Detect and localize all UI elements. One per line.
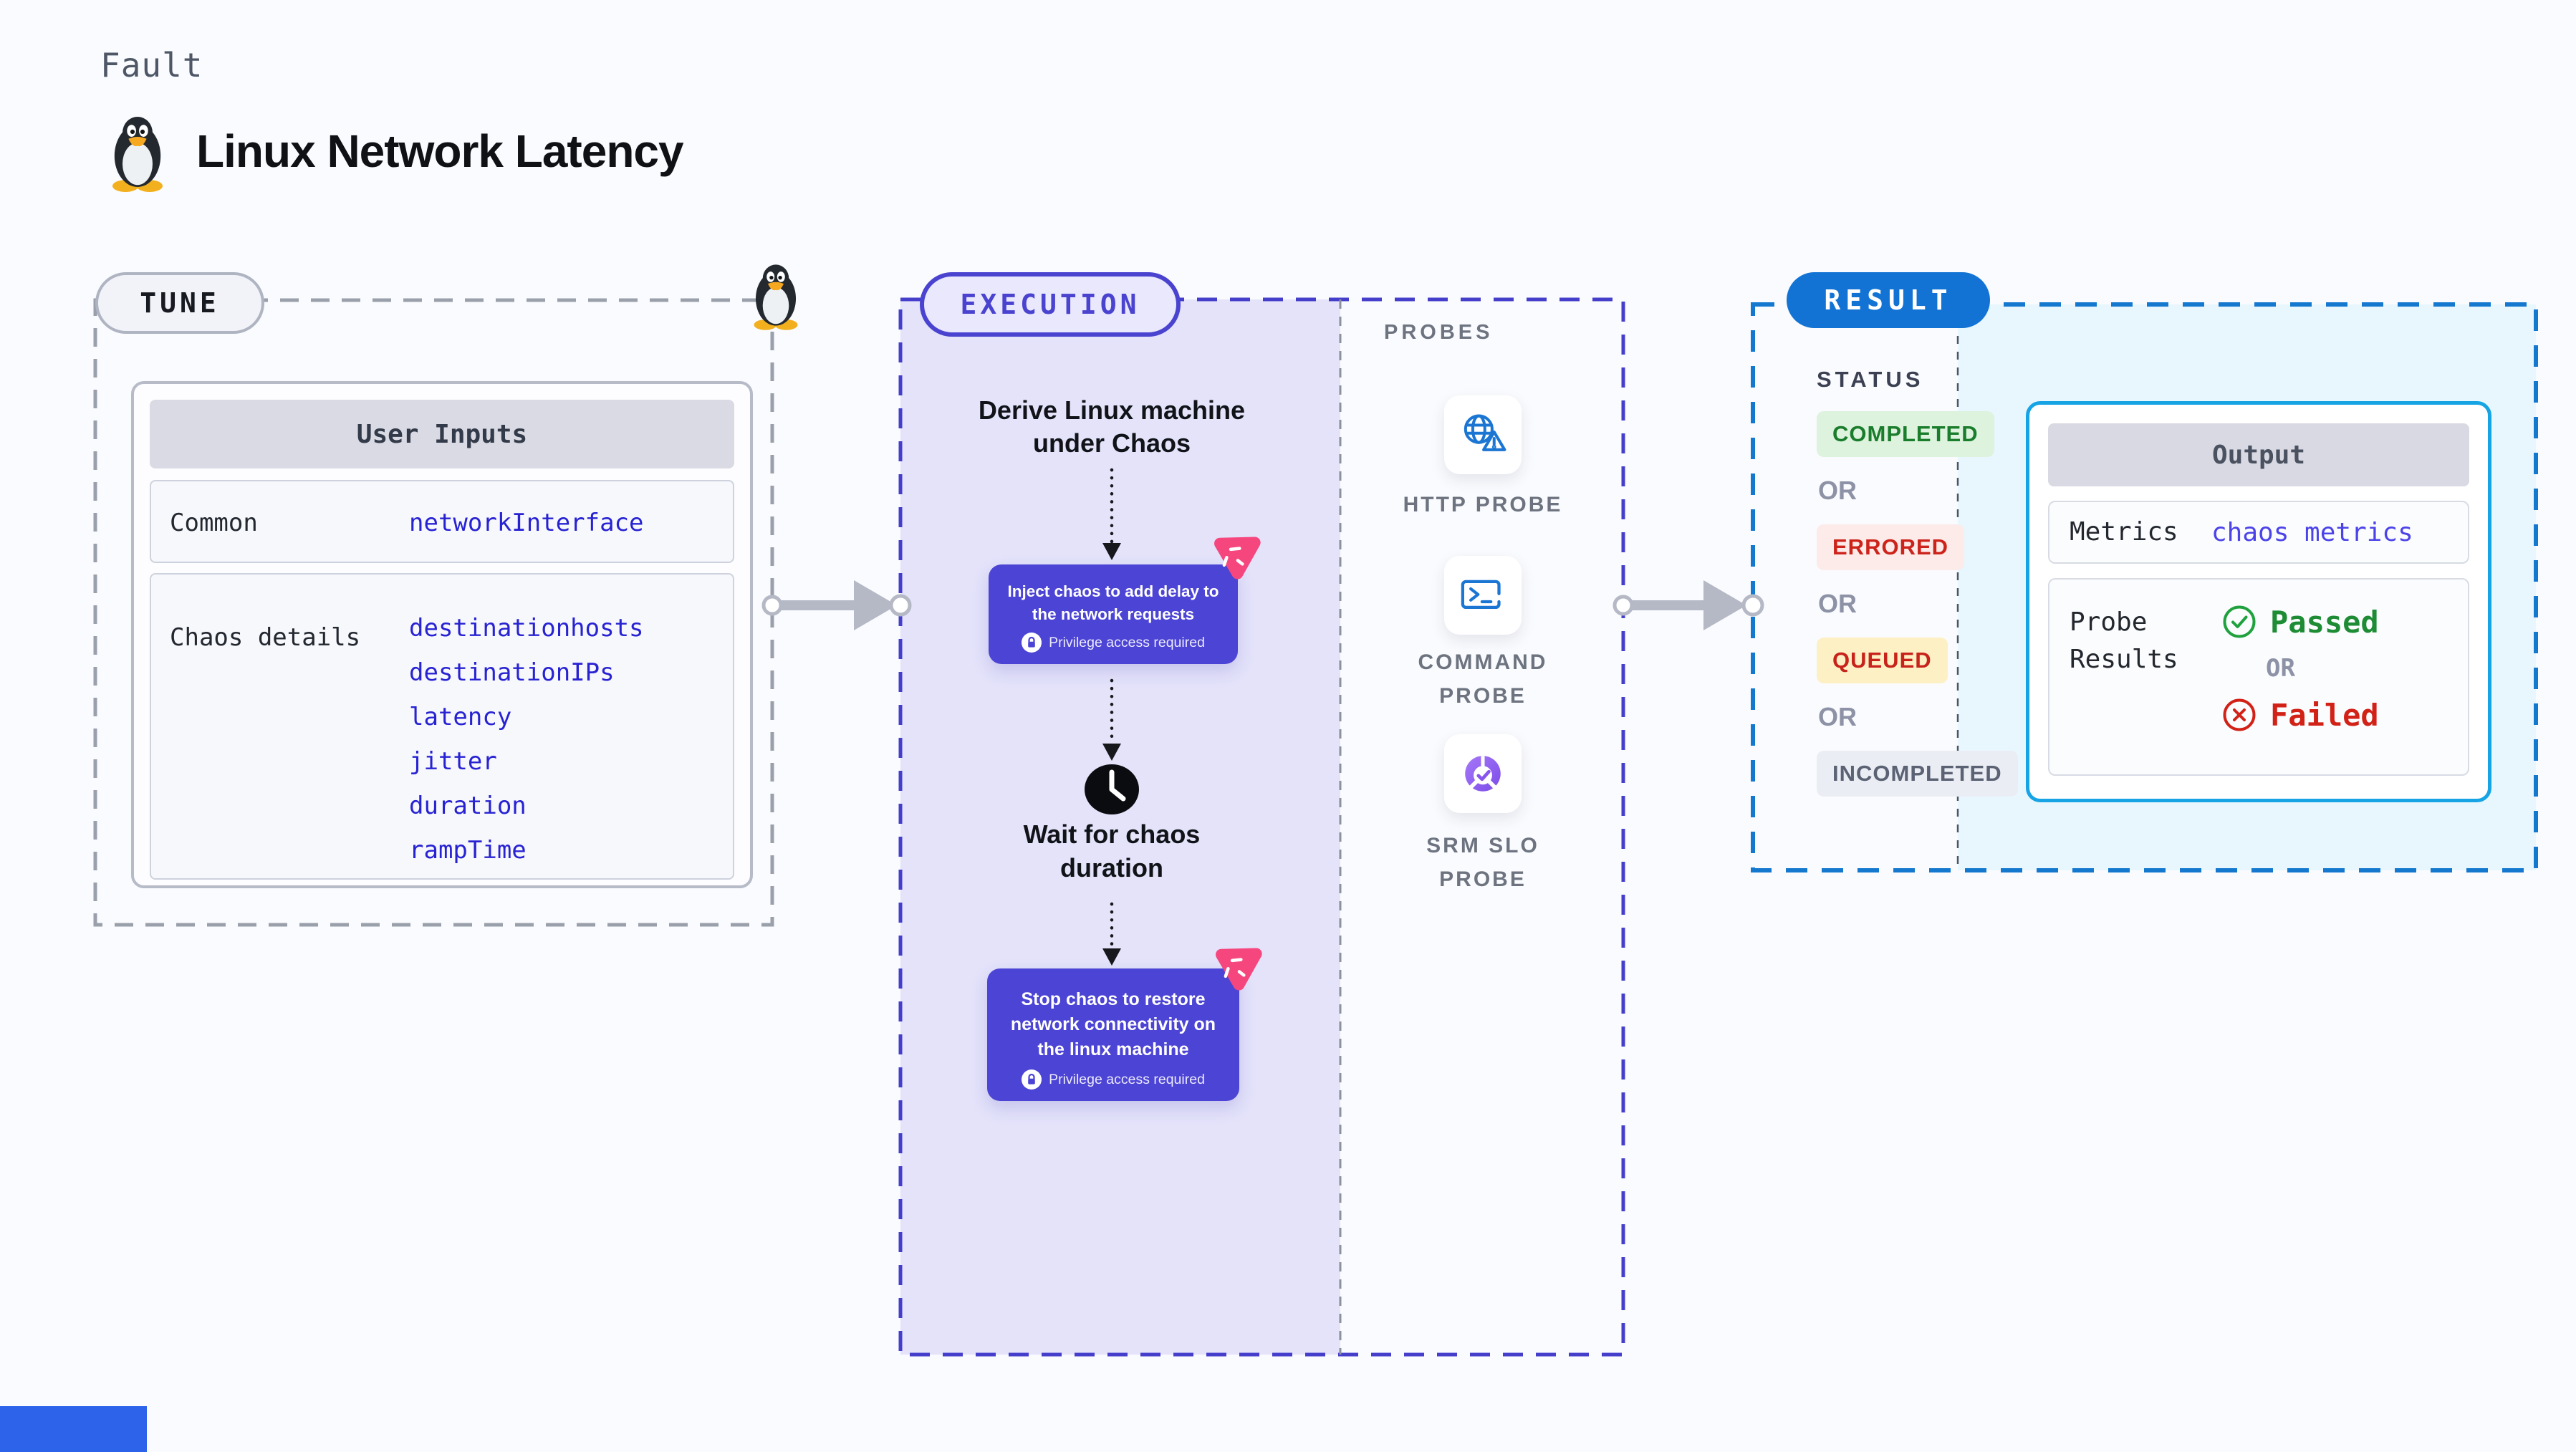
step-stop-chaos-box: Stop chaos to restore network connectivi… bbox=[987, 968, 1239, 1101]
user-inputs-row-chaos-details: Chaos details destinationhosts destinati… bbox=[150, 573, 734, 880]
command-probe-label: COMMAND PROBE bbox=[1418, 650, 1548, 708]
user-inputs-header: User Inputs bbox=[150, 400, 734, 468]
row-value-list: destinationhosts destinationIPs latency … bbox=[409, 606, 644, 872]
stop-chaos-title: Stop chaos to restore network connectivi… bbox=[1010, 989, 1216, 1059]
clock-icon bbox=[1085, 764, 1139, 814]
metrics-value: chaos metrics bbox=[2211, 517, 2413, 547]
probe-results-label: Probe Results bbox=[2070, 607, 2178, 675]
chaos-detail-item: destinationIPs bbox=[409, 658, 615, 687]
probe-result-passed: Passed bbox=[2221, 604, 2379, 640]
execution-badge[interactable]: EXECUTION bbox=[920, 272, 1181, 337]
output-card: Output Metrics chaos metrics Probe Resul… bbox=[2026, 401, 2491, 802]
tune-badge-label: TUNE bbox=[140, 287, 220, 319]
lock-icon bbox=[1022, 633, 1042, 653]
or-label: OR bbox=[2266, 654, 2295, 683]
chaos-detail-item: jitter bbox=[409, 747, 497, 776]
flow-arrow-wait-to-stop bbox=[1102, 902, 1121, 966]
metrics-label: Metrics bbox=[2070, 516, 2178, 547]
status-badge-incompleted: INCOMPLETED bbox=[1817, 751, 2018, 797]
row-label: Chaos details bbox=[170, 623, 361, 652]
execution-badge-label: EXECUTION bbox=[960, 289, 1140, 320]
status-heading: STATUS bbox=[1817, 367, 1924, 392]
chaos-triangle-icon bbox=[1214, 537, 1261, 580]
slo-donut-check-icon bbox=[1465, 756, 1501, 792]
status-badge-queued: QUEUED bbox=[1817, 638, 1948, 683]
output-header: Output bbox=[2048, 423, 2469, 486]
step-derive-label: Derive Linux machine under Chaos bbox=[978, 395, 1246, 458]
row-value: networkInterface bbox=[409, 509, 644, 537]
step-wait-label: Wait for chaos duration bbox=[1023, 819, 1201, 883]
fault-kicker: Fault bbox=[100, 46, 203, 85]
result-group-box bbox=[1751, 302, 2538, 872]
command-probe-card[interactable] bbox=[1444, 556, 1522, 635]
result-badge[interactable]: RESULT bbox=[1787, 272, 1990, 328]
chaos-detail-item: latency bbox=[409, 703, 512, 731]
page-title: Linux Network Latency bbox=[196, 125, 684, 177]
globe-warning-icon bbox=[1464, 414, 1506, 451]
output-metrics-row: Metrics chaos metrics bbox=[2048, 501, 2469, 564]
inject-chaos-title: Inject chaos to add delay to the network… bbox=[1007, 582, 1219, 623]
flow-arrow-inject-to-wait bbox=[1102, 678, 1121, 761]
srm-slo-probe-card[interactable] bbox=[1444, 734, 1522, 813]
output-probe-results-row: Probe Results Passed OR Failed bbox=[2048, 578, 2469, 776]
tune-badge[interactable]: TUNE bbox=[95, 272, 264, 334]
arrow-execution-to-result bbox=[1613, 580, 1764, 630]
result-badge-label: RESULT bbox=[1824, 284, 1953, 316]
bottom-left-blue-artifact bbox=[0, 1406, 147, 1452]
failed-label: Failed bbox=[2270, 697, 2379, 733]
probe-result-failed: Failed bbox=[2221, 697, 2379, 733]
srm-slo-probe-label: SRM SLO PROBE bbox=[1426, 834, 1539, 891]
terminal-icon bbox=[1461, 580, 1501, 610]
execution-region-fill bbox=[900, 299, 1340, 1355]
arrow-tune-to-execution bbox=[761, 580, 912, 630]
flow-arrow-derive-to-inject bbox=[1102, 468, 1121, 560]
check-circle-icon bbox=[2223, 605, 2256, 638]
privilege-note: Privilege access required bbox=[1049, 1071, 1205, 1087]
chaos-detail-item: duration bbox=[409, 792, 527, 820]
row-label: Common bbox=[170, 509, 258, 537]
chaos-detail-item: destinationhosts bbox=[409, 614, 644, 643]
tux-on-border-icon bbox=[754, 264, 798, 330]
linux-tux-icon bbox=[112, 117, 163, 192]
lock-icon bbox=[1022, 1069, 1042, 1090]
or-label: OR bbox=[1818, 476, 1857, 505]
passed-label: Passed bbox=[2270, 604, 2379, 640]
user-inputs-row-common: Common networkInterface bbox=[150, 480, 734, 563]
chaos-triangle-icon bbox=[1216, 948, 1262, 991]
http-probe-label: HTTP PROBE bbox=[1403, 493, 1563, 516]
status-column: STATUS COMPLETED OR ERRORED OR QUEUED OR… bbox=[1817, 367, 2018, 797]
x-circle-icon bbox=[2223, 698, 2256, 731]
status-badge-completed: COMPLETED bbox=[1817, 411, 1994, 457]
step-inject-chaos-box: Inject chaos to add delay to the network… bbox=[989, 564, 1238, 664]
http-probe-card[interactable] bbox=[1444, 395, 1522, 474]
privilege-note: Privilege access required bbox=[1049, 634, 1205, 650]
user-inputs-card: User Inputs Common networkInterface Chao… bbox=[131, 381, 753, 888]
chaos-detail-item: rampTime bbox=[409, 836, 527, 865]
status-badge-errored: ERRORED bbox=[1817, 524, 1965, 570]
or-label: OR bbox=[1818, 589, 1857, 618]
or-label: OR bbox=[1818, 702, 1857, 731]
probes-heading: PROBES bbox=[1384, 321, 1494, 344]
